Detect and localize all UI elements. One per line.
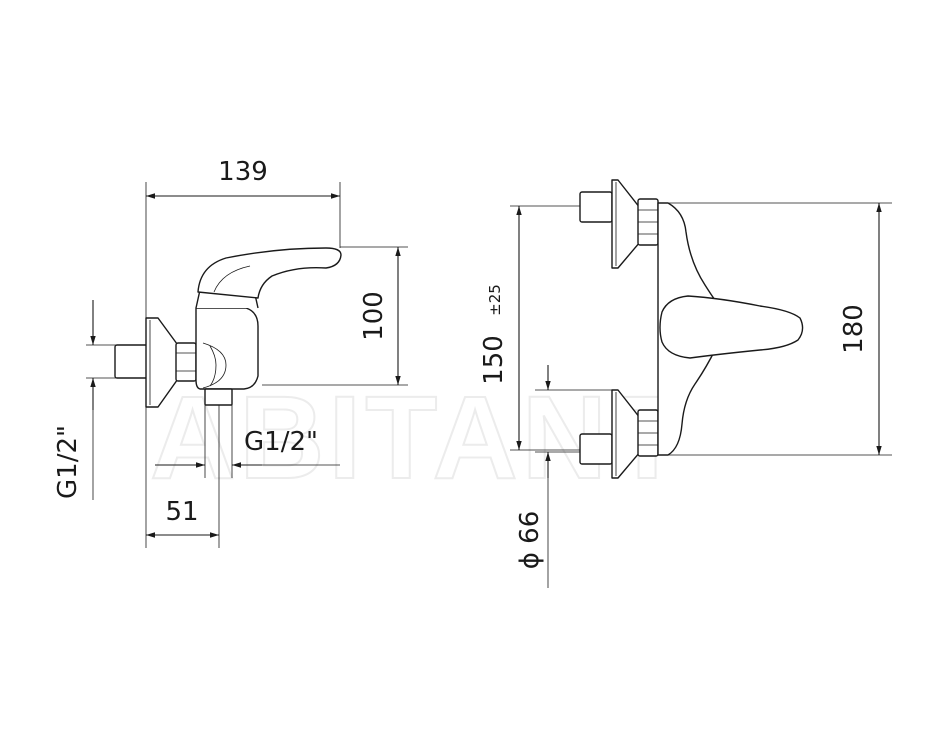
dim-width-label: 139: [218, 157, 268, 187]
dim-rosette-label: ϕ 66: [515, 511, 545, 570]
hex-nut: [175, 342, 197, 382]
inlet-thread-label: G1/2": [53, 425, 83, 499]
inlet-connector: [114, 344, 149, 379]
lever-handle: [197, 247, 342, 299]
dim-overall-height-label: 180: [839, 304, 869, 354]
front-view: 150 ±25 180 ϕ 66: [479, 179, 892, 588]
dim-depth-label: 51: [165, 497, 198, 527]
mixer-body: [195, 307, 259, 390]
bottom-inlet-connector: [579, 433, 613, 465]
front-lever: [659, 295, 804, 359]
dim-centers-label: 150: [479, 335, 509, 385]
dim-height-label: 100: [359, 291, 389, 341]
side-view: 139 100 51 G1/2" G1/2": [53, 157, 408, 548]
top-inlet-connector: [579, 191, 613, 223]
dim-centers-tolerance: ±25: [486, 284, 504, 316]
outlet-thread-label: G1/2": [244, 427, 318, 457]
outlet-spout: [204, 388, 233, 406]
